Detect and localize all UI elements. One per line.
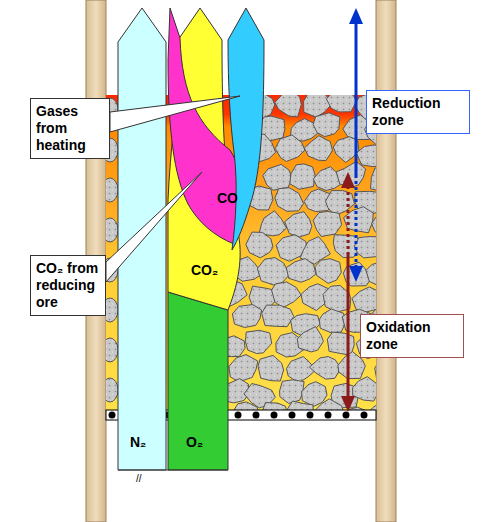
ore-lump [286,259,316,283]
ore-lump [287,357,316,383]
ore-lump [319,309,345,333]
ore-lump [372,214,376,237]
ore-lump [272,282,302,308]
ore-lump [371,168,377,191]
gas-label: CO [217,190,238,206]
callout-box: Oxidation zone [360,314,464,358]
grate-bar [253,412,260,419]
ore-lump [297,327,323,352]
ore-lump [106,218,118,242]
zone-arrow [347,252,350,398]
ore-lump [106,298,118,322]
arrow-head [341,172,355,188]
grate-bar [325,412,332,419]
ore-lump [313,211,342,236]
ore-lump [354,237,376,258]
ore-lump [290,164,315,189]
break-mark: // [136,473,142,484]
band-bottom [118,470,228,471]
ore-lump [232,305,261,328]
callout-pointer [106,172,202,282]
ore-lump [375,360,376,381]
ore-lump [257,258,289,285]
ore-lump [245,330,271,353]
ore-lump [315,259,341,284]
ore-lump [353,377,376,401]
zone-arrow [355,22,358,175]
heating-gas-band [228,8,264,250]
gas-label: CO₂ [191,262,218,278]
ore-lump [263,164,292,190]
arrow-head [349,8,363,24]
callout-box: Reduction zone [366,90,470,134]
callout-box: Gases from heating [30,98,110,159]
ore-lump [285,212,312,237]
furnace-wall [376,0,396,522]
ore-lump [326,95,356,112]
ore-lump [275,188,304,212]
grate-bar [343,412,350,419]
arrow-head [349,266,363,282]
grate-bar [235,412,242,419]
ore-lump [246,232,273,258]
callout-text: Gases from heating [36,103,104,154]
ore-lump [259,211,287,236]
zone-arrow [355,175,358,268]
gas-label: N₂ [130,434,146,450]
callout-text: CO₂ from reducing ore [36,260,100,311]
oxygen-band [168,292,228,470]
grate-bar [361,412,368,419]
ore-lump [304,136,332,161]
grate-bar [307,412,314,419]
ore-lump [313,113,340,137]
callout-pointer [110,96,240,132]
ore-lump [106,178,118,202]
ore-lump [309,357,341,380]
grate-bar [109,412,116,419]
ore-lump [336,161,365,187]
callout-text: Reduction zone [372,95,464,129]
ore-lump [327,332,354,355]
ore-lump [314,399,345,410]
ore-lump [352,287,376,312]
ore-lump [275,95,301,117]
ore-lump [229,355,258,382]
ore-lump [366,262,376,285]
ore-lump [280,380,305,404]
ore-lump [262,305,294,327]
ore-lump [365,402,376,410]
grate-bar [289,412,296,419]
ore-lump [258,355,284,381]
ore-lump [275,135,305,162]
zone-arrow [347,186,350,252]
ore-lump [233,402,260,410]
ore-lump [262,403,287,411]
arrow-head [341,396,355,412]
callout-box: CO₂ from reducing ore [30,255,106,316]
ore-lump [285,401,314,410]
ore-lump [106,378,118,402]
gas-label: O₂ [186,434,203,450]
callout-text: Oxidation zone [366,319,458,353]
ore-lump [106,338,118,362]
grate-bar [271,412,278,419]
